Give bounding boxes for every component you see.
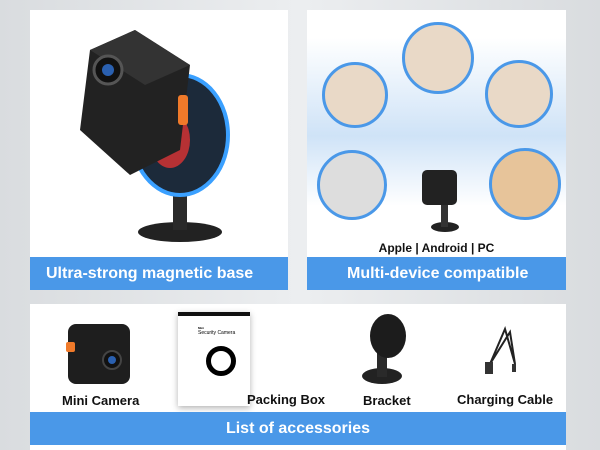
- multi-device-caption: Multi-device compatible: [307, 257, 566, 290]
- accessories-panel: Mini Camera Mini Security Camera Packing…: [30, 304, 566, 450]
- platform-pc: PC: [477, 241, 495, 255]
- laptop-user-photo: [322, 62, 388, 128]
- item-label-charging-cable: Charging Cable: [457, 392, 554, 407]
- item-label-bracket: Bracket: [363, 393, 411, 408]
- accessories-caption: List of accessories: [30, 412, 566, 445]
- mini-camera-image: [422, 170, 459, 232]
- tablet-user-photo: [402, 22, 474, 94]
- pc-user-photo: [485, 60, 553, 128]
- magnetic-base-caption: Ultra-strong magnetic base: [30, 257, 288, 290]
- box-title: Security Camera: [198, 330, 236, 336]
- item-label-packing-box: Packing Box: [247, 392, 326, 407]
- box-brand: Mini: [198, 326, 204, 330]
- platform-android: Android: [421, 241, 468, 255]
- packing-box-image: Mini Security Camera: [178, 312, 250, 406]
- lens-icon: [206, 346, 236, 376]
- kids-tablet-photo: [489, 148, 561, 220]
- separator: |: [470, 241, 475, 255]
- phone-app-photo: [317, 150, 387, 220]
- camera-on-magnetic-mount-image: [80, 30, 230, 242]
- mini-camera-accessory-image: [66, 324, 130, 384]
- separator: |: [415, 241, 419, 255]
- item-label-mini-camera: Mini Camera: [62, 393, 140, 408]
- platform-list: Apple | Android | PC: [307, 241, 566, 255]
- bracket-image: [362, 314, 406, 384]
- platform-apple: Apple: [378, 241, 413, 255]
- charging-cable-image: [485, 326, 516, 374]
- magnetic-base-panel: Ultra-strong magnetic base: [30, 10, 288, 290]
- multi-device-panel: Apple | Android | PC Multi-device compat…: [307, 10, 566, 290]
